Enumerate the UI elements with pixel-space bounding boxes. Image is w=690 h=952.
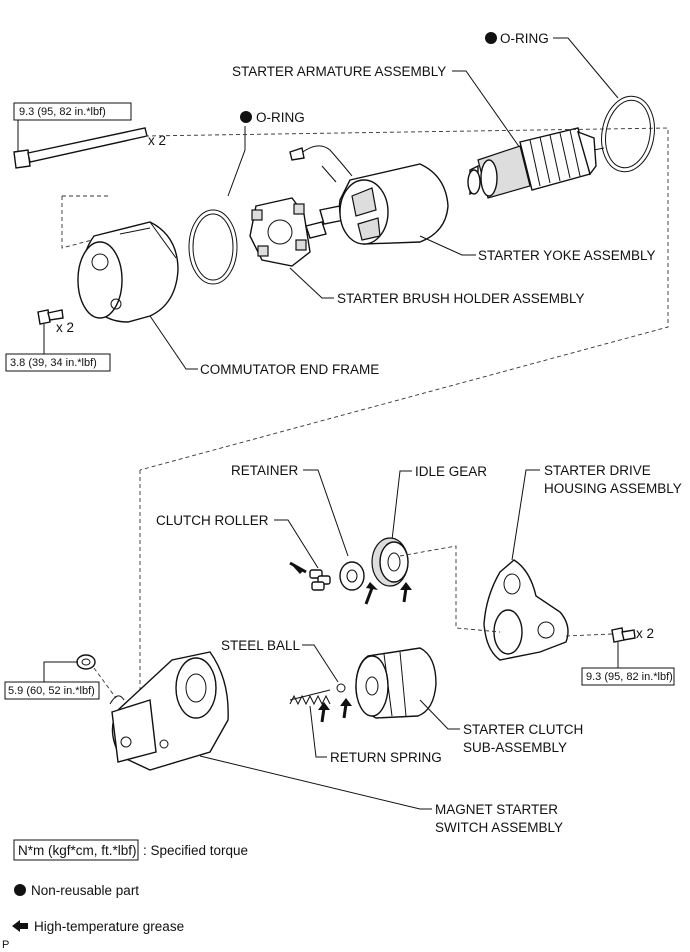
leader-clutch-sub (419, 699, 460, 730)
grease-arrow-icon (364, 582, 378, 605)
leader-drive-housing (511, 469, 540, 561)
footer-code: P (2, 939, 9, 951)
leader-yoke (419, 235, 476, 256)
label-clutch-sub-1: STARTER CLUTCH (463, 722, 583, 737)
label-oring-top: O-RING (500, 31, 549, 46)
leader-brush-holder (289, 267, 334, 299)
leader-oring-top (553, 37, 619, 99)
leader-return-spring (309, 705, 327, 758)
qty-through-bolt: x 2 (148, 133, 166, 148)
return-spring-part (289, 689, 331, 706)
label-commutator: COMMUTATOR END FRAME (200, 362, 379, 377)
leader-commutator (149, 315, 198, 370)
torque-box-terminal-nut (4, 681, 100, 700)
legend-non-reusable: Non-reusable part (31, 883, 139, 898)
end-frame-screw-part (37, 309, 64, 325)
label-clutch-roller: CLUTCH ROLLER (156, 513, 269, 528)
steel-ball-part (336, 683, 346, 693)
commutator-end-frame-part (77, 221, 179, 323)
legend-grease: High-temperature grease (34, 919, 184, 934)
qty-housing-bolt: x 2 (636, 626, 654, 641)
torque-box-end-frame-screw (5, 353, 111, 372)
label-drive-housing-1: STARTER DRIVE (544, 463, 651, 478)
label-steel-ball: STEEL BALL (221, 638, 301, 653)
non-reusable-marker-icon (14, 884, 26, 896)
oring-mid-part (188, 209, 238, 285)
label-armature: STARTER ARMATURE ASSEMBLY (232, 64, 446, 79)
leader-steel-ball (302, 644, 339, 683)
leader-retainer (303, 469, 349, 557)
yoke-part (289, 145, 449, 245)
label-clutch-sub-2: SUB-ASSEMBLY (463, 740, 567, 755)
terminal-nut-part (76, 654, 96, 670)
grease-arrow-icon (12, 920, 28, 932)
clutch-roller-part (309, 569, 331, 591)
through-bolt-part (13, 127, 148, 169)
label-yoke: STARTER YOKE ASSEMBLY (478, 248, 656, 263)
drive-housing-part (483, 559, 569, 661)
label-return-spring: RETURN SPRING (330, 750, 442, 765)
torque-through-bolt: 9.3 (95, 82 in.*lbf) (19, 106, 106, 118)
housing-bolt-part (611, 627, 636, 643)
legend-torque-text: : Specified torque (143, 843, 248, 858)
oring-top-part (601, 95, 655, 173)
leader-idle-gear (391, 470, 412, 541)
label-oring-mid: O-RING (256, 110, 305, 125)
label-magnet-switch-2: SWITCH ASSEMBLY (435, 820, 563, 835)
qty-end-frame-screw: x 2 (56, 320, 74, 335)
magnet-switch-part (109, 651, 229, 771)
legend-torque-box (13, 839, 139, 861)
torque-box-housing-bolt (581, 667, 675, 686)
non-reusable-marker-icon (240, 111, 252, 123)
label-retainer: RETAINER (231, 463, 299, 478)
torque-end-frame-screw: 3.8 (39, 34 in.*lbf) (10, 357, 97, 369)
grease-arrow-icon (289, 561, 307, 574)
non-reusable-marker-icon (485, 32, 497, 44)
leader-clutch-roller (274, 519, 319, 569)
torque-housing-bolt: 9.3 (95, 82 in.*lbf) (586, 671, 673, 683)
label-magnet-switch-1: MAGNET STARTER (435, 802, 558, 817)
idle-gear-part (371, 537, 409, 587)
grease-arrow-icon (340, 698, 352, 719)
label-idle-gear: IDLE GEAR (415, 464, 487, 479)
starter-clutch-part (355, 647, 437, 719)
brush-holder-part (249, 197, 345, 267)
torque-terminal-nut: 5.9 (60, 52 in.*lbf) (8, 685, 95, 697)
retainer-part (339, 561, 365, 591)
armature-part (467, 127, 605, 199)
grease-arrow-icon (400, 582, 412, 603)
leader-oring-mid (227, 126, 246, 197)
label-drive-housing-2: HOUSING ASSEMBLY (544, 481, 682, 496)
grease-arrow-icon (318, 702, 330, 723)
legend-torque-unit: N*m (kgf*cm, ft.*lbf) (18, 843, 137, 858)
label-brush-holder: STARTER BRUSH HOLDER ASSEMBLY (337, 291, 585, 306)
torque-box-through-bolt (13, 102, 132, 121)
leader-armature (452, 70, 521, 149)
leader-magnet-switch (199, 755, 432, 810)
